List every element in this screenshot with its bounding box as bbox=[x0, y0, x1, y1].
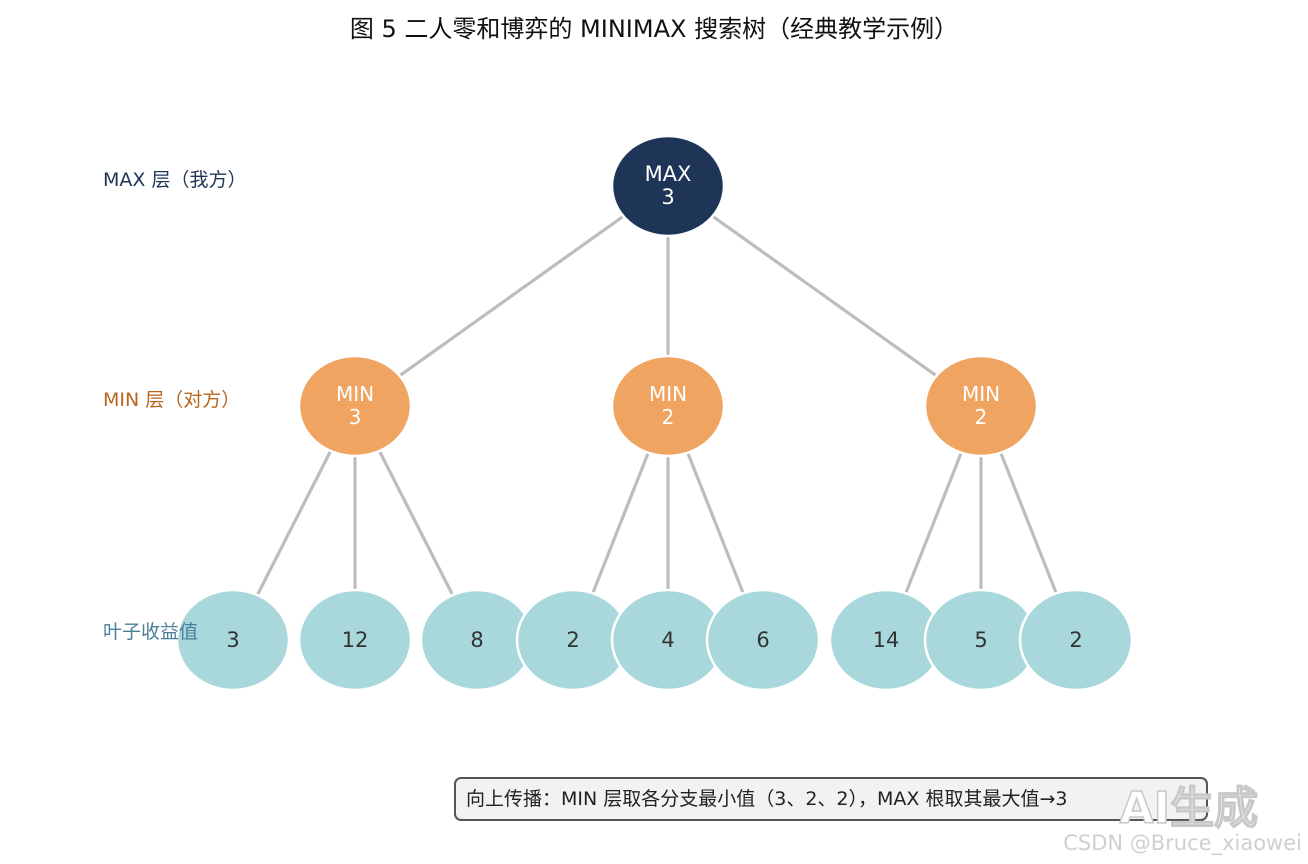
leaf-node-value-label: 12 bbox=[342, 628, 369, 652]
edge-min2-leaf-1 bbox=[591, 452, 650, 594]
level-label-max: MAX 层（我方） bbox=[103, 169, 246, 191]
max-root-node-circle bbox=[610, 134, 726, 238]
edge-min3-leaf-3 bbox=[999, 452, 1058, 594]
level-label-leaf: 叶子收益值 bbox=[103, 621, 198, 643]
min-node-circle bbox=[923, 354, 1039, 458]
leaf-node: 6 bbox=[705, 588, 821, 692]
edge-min2-leaf-3 bbox=[686, 452, 745, 594]
note-text: 向上传播：MIN 层取各分支最小值（3、2、2），MAX 根取其最大值→3 bbox=[466, 788, 1067, 810]
propagation-note: 向上传播：MIN 层取各分支最小值（3、2、2），MAX 根取其最大值→3 bbox=[454, 777, 1208, 821]
max-root-node-type-label: MAX bbox=[645, 162, 692, 186]
leaf-node-value-label: 8 bbox=[470, 628, 483, 652]
edge-min1-leaf-3 bbox=[378, 450, 454, 596]
edge-root-min-1 bbox=[397, 214, 626, 378]
watermark-ai-label: AI生成 bbox=[1120, 783, 1258, 834]
leaf-node-value-label: 3 bbox=[226, 628, 239, 652]
min-node-value-label: 2 bbox=[662, 405, 675, 429]
min-node-type-label: MIN bbox=[649, 382, 687, 406]
leaf-node-circle bbox=[175, 588, 291, 692]
max-root-node-value-label: 3 bbox=[661, 185, 674, 209]
leaf-node: 2 bbox=[1018, 588, 1134, 692]
leaf-node-circle bbox=[705, 588, 821, 692]
leaf-node-value-label: 6 bbox=[756, 628, 769, 652]
leaf-node-circle bbox=[1018, 588, 1134, 692]
leaf-node-value-label: 5 bbox=[974, 628, 987, 652]
leaf-node: 3 bbox=[175, 588, 291, 692]
leaf-node: 12 bbox=[297, 588, 413, 692]
min-node-type-label: MIN bbox=[962, 382, 1000, 406]
edge-min1-leaf-1 bbox=[256, 450, 332, 596]
leaf-node-value-label: 2 bbox=[566, 628, 579, 652]
leaf-node-circle bbox=[297, 588, 413, 692]
diagram-title: 图 5 二人零和博弈的 MINIMAX 搜索树（经典教学示例） bbox=[350, 15, 958, 43]
tree-edges bbox=[256, 214, 1058, 596]
leaf-node-value-label: 14 bbox=[873, 628, 900, 652]
note-box bbox=[454, 777, 1208, 821]
watermark: AI生成 CSDN @Bruce_xiaowei bbox=[1063, 782, 1302, 856]
min-node-type-label: MIN bbox=[336, 382, 374, 406]
watermark-csdn-label: CSDN @Bruce_xiaowei bbox=[1063, 831, 1302, 856]
edge-min3-leaf-1 bbox=[904, 452, 963, 594]
min-node-value-label: 2 bbox=[975, 405, 988, 429]
min-node-circle bbox=[610, 354, 726, 458]
edge-root-min-3 bbox=[710, 214, 939, 378]
level-label-min: MIN 层（对方） bbox=[103, 389, 240, 411]
leaf-node-value-label: 2 bbox=[1069, 628, 1082, 652]
min-node-value-label: 3 bbox=[349, 405, 362, 429]
min-node-circle bbox=[297, 354, 413, 458]
leaf-node-value-label: 4 bbox=[661, 628, 674, 652]
